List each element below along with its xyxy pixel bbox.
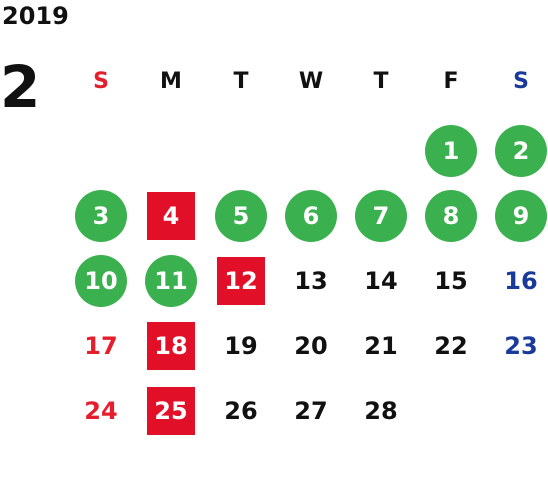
day-number: 9 xyxy=(495,189,547,242)
weekday-saturday: S xyxy=(513,68,529,94)
day-cell[interactable]: 24 xyxy=(66,378,136,443)
day-number: 16 xyxy=(504,266,538,295)
day-cell[interactable]: 8 xyxy=(416,183,486,248)
day-cell[interactable]: 23 xyxy=(486,313,548,378)
day-cell[interactable]: 15 xyxy=(416,248,486,313)
day-cell[interactable]: 19 xyxy=(206,313,276,378)
month-number: 2 xyxy=(0,53,41,121)
day-cell[interactable]: 10 xyxy=(66,248,136,313)
weekday-sunday: S xyxy=(93,68,109,94)
day-number: 21 xyxy=(364,331,398,360)
day-cell[interactable]: 16 xyxy=(486,248,548,313)
day-cell[interactable]: 20 xyxy=(276,313,346,378)
day-number: 19 xyxy=(224,331,258,360)
day-number: 26 xyxy=(224,396,258,425)
day-cell[interactable]: 12 xyxy=(206,248,276,313)
day-number: 8 xyxy=(425,189,477,242)
day-number: 3 xyxy=(75,189,127,242)
day-number: 20 xyxy=(294,331,328,360)
day-cell[interactable]: 3 xyxy=(66,183,136,248)
day-cell[interactable]: 2 xyxy=(486,118,548,183)
day-cell[interactable]: 18 xyxy=(136,313,206,378)
day-number: 1 xyxy=(425,124,477,177)
day-cell[interactable]: 26 xyxy=(206,378,276,443)
weekday-wednesday: W xyxy=(298,68,324,94)
day-cell[interactable]: 17 xyxy=(66,313,136,378)
day-number: 27 xyxy=(294,396,328,425)
weekday-thursday: T xyxy=(373,68,389,94)
day-number: 11 xyxy=(145,254,197,307)
day-number: 12 xyxy=(217,256,265,305)
weekday-tuesday: T xyxy=(233,68,249,94)
day-number: 4 xyxy=(147,191,195,240)
calendar-grid: S M T W T F S 1 2 3 4 5 6 7 8 9 10 11 12… xyxy=(66,46,548,446)
day-number: 22 xyxy=(434,331,468,360)
day-cell[interactable]: 27 xyxy=(276,378,346,443)
weekday-friday: F xyxy=(443,68,459,94)
day-cell[interactable]: 13 xyxy=(276,248,346,313)
day-cell[interactable]: 9 xyxy=(486,183,548,248)
day-cell[interactable]: 5 xyxy=(206,183,276,248)
day-cell[interactable]: 11 xyxy=(136,248,206,313)
day-cell[interactable]: 4 xyxy=(136,183,206,248)
day-number: 18 xyxy=(147,321,195,370)
day-number: 6 xyxy=(285,189,337,242)
day-cell[interactable]: 25 xyxy=(136,378,206,443)
day-number: 15 xyxy=(434,266,468,295)
day-cell[interactable]: 14 xyxy=(346,248,416,313)
day-cell[interactable]: 6 xyxy=(276,183,346,248)
day-number: 17 xyxy=(84,331,118,360)
day-number: 2 xyxy=(495,124,547,177)
day-number: 13 xyxy=(294,266,328,295)
day-cell[interactable]: 1 xyxy=(416,118,486,183)
day-number: 5 xyxy=(215,189,267,242)
day-number: 7 xyxy=(355,189,407,242)
day-number: 24 xyxy=(84,396,118,425)
year-label: 2019 xyxy=(2,2,69,30)
day-cell[interactable]: 21 xyxy=(346,313,416,378)
day-number: 14 xyxy=(364,266,398,295)
day-number: 10 xyxy=(75,254,127,307)
weekday-monday: M xyxy=(160,68,182,94)
day-number: 23 xyxy=(504,331,538,360)
day-number: 28 xyxy=(364,396,398,425)
day-cell[interactable]: 22 xyxy=(416,313,486,378)
day-number: 25 xyxy=(147,386,195,435)
day-cell[interactable]: 28 xyxy=(346,378,416,443)
day-cell[interactable]: 7 xyxy=(346,183,416,248)
